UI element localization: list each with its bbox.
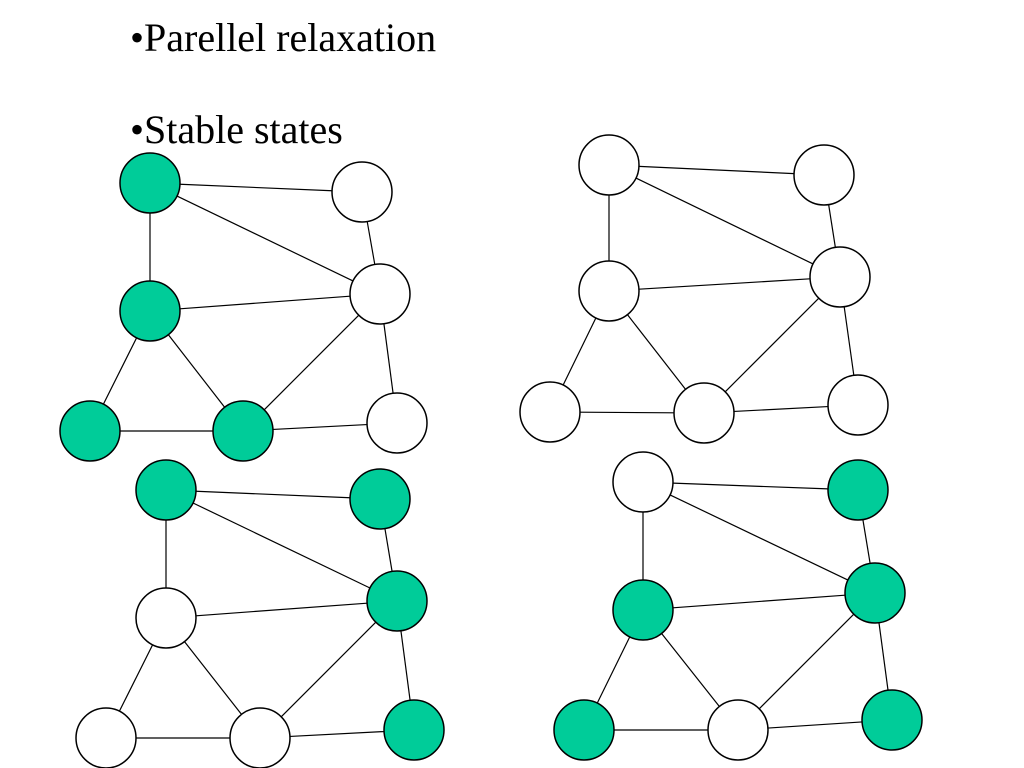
node-6-on [861, 689, 923, 751]
edge-1-3 [862, 519, 871, 564]
edge-2-5 [167, 334, 226, 408]
edge-5-6 [272, 423, 368, 431]
edge-0-1 [638, 165, 795, 175]
node-0-on [119, 152, 181, 214]
edge-3-6 [400, 630, 411, 701]
edge-2-4 [596, 636, 631, 704]
node-6-off [827, 374, 889, 436]
bullet-parallel-relaxation: •Parellel relaxation [130, 15, 437, 60]
edge-3-5 [263, 314, 360, 411]
edge-2-3 [195, 602, 368, 617]
node-1-off [793, 144, 855, 206]
edge-2-4 [118, 644, 154, 712]
graph-bottom-right [553, 451, 923, 761]
node-2-off [135, 587, 197, 649]
edge-5-6 [289, 730, 385, 738]
node-5-on [212, 400, 274, 462]
node-0-on [135, 459, 197, 521]
edge-0-3 [192, 502, 371, 589]
edge-1-3 [366, 221, 376, 265]
edge-2-4 [562, 317, 597, 386]
edge-3-6 [878, 622, 889, 691]
node-6-off [366, 392, 428, 454]
node-2-on [612, 579, 674, 641]
node-4-off [519, 381, 581, 443]
node-2-off [578, 260, 640, 322]
graph-top-right [519, 134, 889, 444]
node-5-off [229, 707, 291, 768]
edge-2-5 [626, 314, 687, 390]
edge-5-6 [767, 721, 863, 729]
edge-0-1 [672, 482, 829, 490]
edge-3-6 [383, 323, 394, 394]
graph-bottom-left [75, 459, 445, 768]
node-3-off [809, 246, 871, 308]
edge-1-3 [828, 204, 836, 248]
edge-3-5 [758, 613, 855, 710]
node-1-on [349, 468, 411, 530]
node-5-off [707, 699, 769, 761]
edge-4-5 [579, 411, 675, 414]
edge-2-3 [179, 295, 351, 310]
node-2-on [119, 280, 181, 342]
edge-0-1 [179, 183, 333, 192]
edge-1-3 [384, 528, 393, 572]
edge-0-1 [195, 490, 351, 499]
node-4-on [553, 699, 615, 761]
edge-2-4 [102, 337, 138, 405]
node-5-off [673, 382, 735, 444]
bullet-stable-states: •Stable states [130, 107, 343, 152]
node-1-off [331, 161, 393, 223]
edge-3-5 [280, 621, 377, 718]
edge-2-5 [184, 641, 242, 715]
node-4-on [59, 400, 121, 462]
edge-3-5 [724, 297, 820, 393]
edge-3-6 [843, 306, 855, 376]
edge-5-6 [733, 405, 829, 413]
node-3-on [844, 562, 906, 624]
node-4-off [75, 707, 137, 768]
node-3-off [349, 263, 411, 325]
node-3-on [366, 570, 428, 632]
edge-2-5 [661, 633, 720, 707]
edge-0-3 [669, 494, 849, 581]
edge-2-3 [672, 594, 846, 609]
edge-0-3 [635, 177, 814, 265]
edge-0-3 [176, 195, 354, 282]
node-1-on [827, 459, 889, 521]
node-6-on [383, 699, 445, 761]
edge-2-3 [638, 278, 811, 290]
graph-top-left [59, 152, 428, 462]
node-0-off [612, 451, 674, 513]
node-0-off [578, 134, 640, 196]
